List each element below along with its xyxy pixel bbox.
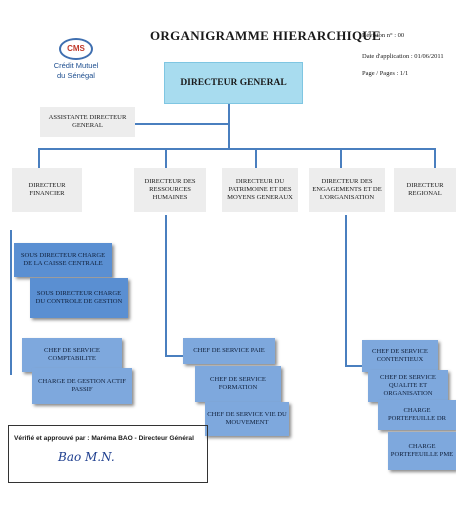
rh-branch [165,355,185,357]
logo: CMS Crédit Mutuel du Sénégal [40,38,112,80]
node-comptabilite: CHEF DE SERVICE COMPTABILITE [22,338,122,372]
node-directeur-rh: DIRECTEUR DES RESSOURCES HUMAINES [134,168,206,212]
node-directeur-financier: DIRECTEUR FINANCIER [12,168,82,212]
assistant-connector [135,123,229,125]
node-caisse-centrale: SOUS DIRECTEUR CHARGE DE LA CAISSE CENTR… [14,243,112,277]
node-service-formation: CHEF DE SERVICE FORMATION [195,366,281,402]
node-assistante: ASSISTANTE DIRECTEUR GENERAL [40,107,135,137]
application-date: Date d'application : 01/06/2011 [362,53,444,60]
page-count: Page / Pages : 1/1 [362,70,409,77]
node-controle-gestion: SOUS DIRECTEUR CHARGE DU CONTROLE DE GES… [30,278,128,318]
node-directeur-engagements: DIRECTEUR DES ENGAGEMENTS ET DE L'ORGANI… [309,168,385,212]
logo-name-line2: du Sénégal [57,71,95,80]
revision-label: Révision n° : 00 [362,32,405,39]
node-directeur-patrimoine: DIRECTEUR DU PATRIMOINE ET DES MOYENS GE… [222,168,298,212]
node-qualite-organisation: CHEF DE SERVICE QUALITE ET ORGANISATION [368,370,448,402]
engagements-trunk [345,215,347,367]
node-portefeuille-pme: CHARGE PORTEFEUILLE PME [388,432,456,470]
node-portefeuille-dr: CHARGE PORTEFEUILLE DR [378,400,456,430]
node-vie-mouvement: CHEF DE SERVICE VIE DU MOUVEMENT [205,402,289,436]
signature: Bao M.N. [58,450,115,464]
approval-box [8,425,208,483]
approval-label: Vérifié et approuvé par : Maréma BAO - D… [14,435,194,442]
engagements-branch [345,365,367,367]
drop-engagements [340,148,342,168]
page-title: ORGANIGRAMME HIERARCHIQUE [150,28,382,43]
node-directeur-general: DIRECTEUR GENERAL [164,62,303,104]
financier-trunk [10,230,12,375]
logo-name-line1: Crédit Mutuel [53,61,99,70]
cms-logo-icon: CMS [59,38,93,60]
drop-rh [165,148,167,168]
director-bus [38,148,435,150]
node-actif-passif: CHARGE DE GESTION ACTIF PASSIF [32,368,132,404]
drop-financier [38,148,40,168]
root-connector [228,104,230,148]
node-contentieux: CHEF DE SERVICE CONTENTIEUX [362,340,438,372]
drop-regional [434,148,436,168]
drop-patrimoine [255,148,257,168]
node-directeur-regional: DIRECTEUR REGIONAL [394,168,456,212]
node-service-paie: CHEF DE SERVICE PAIE [183,338,275,364]
rh-trunk [165,215,167,357]
